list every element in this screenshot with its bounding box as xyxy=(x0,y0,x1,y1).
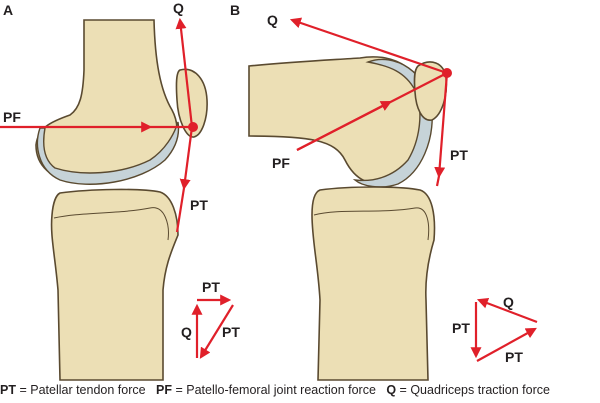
legend: PT = Patellar tendon force PF = Patello-… xyxy=(0,383,600,397)
pt-label-a: PT xyxy=(190,197,208,213)
legend-pt-abbr: PT xyxy=(0,383,16,397)
pt-label-b: PT xyxy=(450,147,468,163)
legend-pf-text: = Patello-femoral joint reaction force xyxy=(172,383,376,397)
legend-q: Q = Quadriceps traction force xyxy=(386,383,550,397)
legend-q-abbr: Q xyxy=(386,383,397,397)
svg-text:PT: PT xyxy=(222,324,240,340)
legend-pf: PF = Patello-femoral joint reaction forc… xyxy=(156,383,376,397)
panel-b: B Q PF PT Q PT PT xyxy=(230,2,538,381)
legend-q-text: = Quadriceps traction force xyxy=(396,383,550,397)
force-triangle-b: Q PT PT xyxy=(452,294,538,365)
pt-force-arrow-b xyxy=(434,72,449,179)
pf-label-a: PF xyxy=(3,109,21,125)
q-force-arrow-a xyxy=(175,17,194,128)
svg-text:Q: Q xyxy=(181,324,192,340)
legend-pt-text: = Patellar tendon force xyxy=(15,383,146,397)
q-label-b: Q xyxy=(267,12,278,28)
svg-text:PT: PT xyxy=(505,349,523,365)
q-force-arrow-b xyxy=(289,17,448,75)
svg-text:Q: Q xyxy=(503,294,514,310)
patella-a xyxy=(175,68,208,138)
contact-point-b xyxy=(442,68,452,78)
panel-a: A Q PF PT PT Q PT xyxy=(0,0,240,381)
panel-a-label: A xyxy=(3,2,13,18)
force-triangle-a: PT Q PT xyxy=(181,279,240,359)
tibia-b xyxy=(311,186,436,381)
femur-a-cartilage xyxy=(36,121,180,185)
pt-force-arrow-a xyxy=(179,126,194,191)
svg-text:PT: PT xyxy=(452,320,470,336)
legend-pf-abbr: PF xyxy=(156,383,172,397)
tibia-a xyxy=(50,188,179,381)
legend-pt: PT = Patellar tendon force xyxy=(0,383,146,397)
panel-b-label: B xyxy=(230,2,240,18)
q-label-a: Q xyxy=(173,0,184,16)
pf-label-b: PF xyxy=(272,155,290,171)
svg-text:PT: PT xyxy=(202,279,220,295)
contact-point-a xyxy=(188,122,198,132)
